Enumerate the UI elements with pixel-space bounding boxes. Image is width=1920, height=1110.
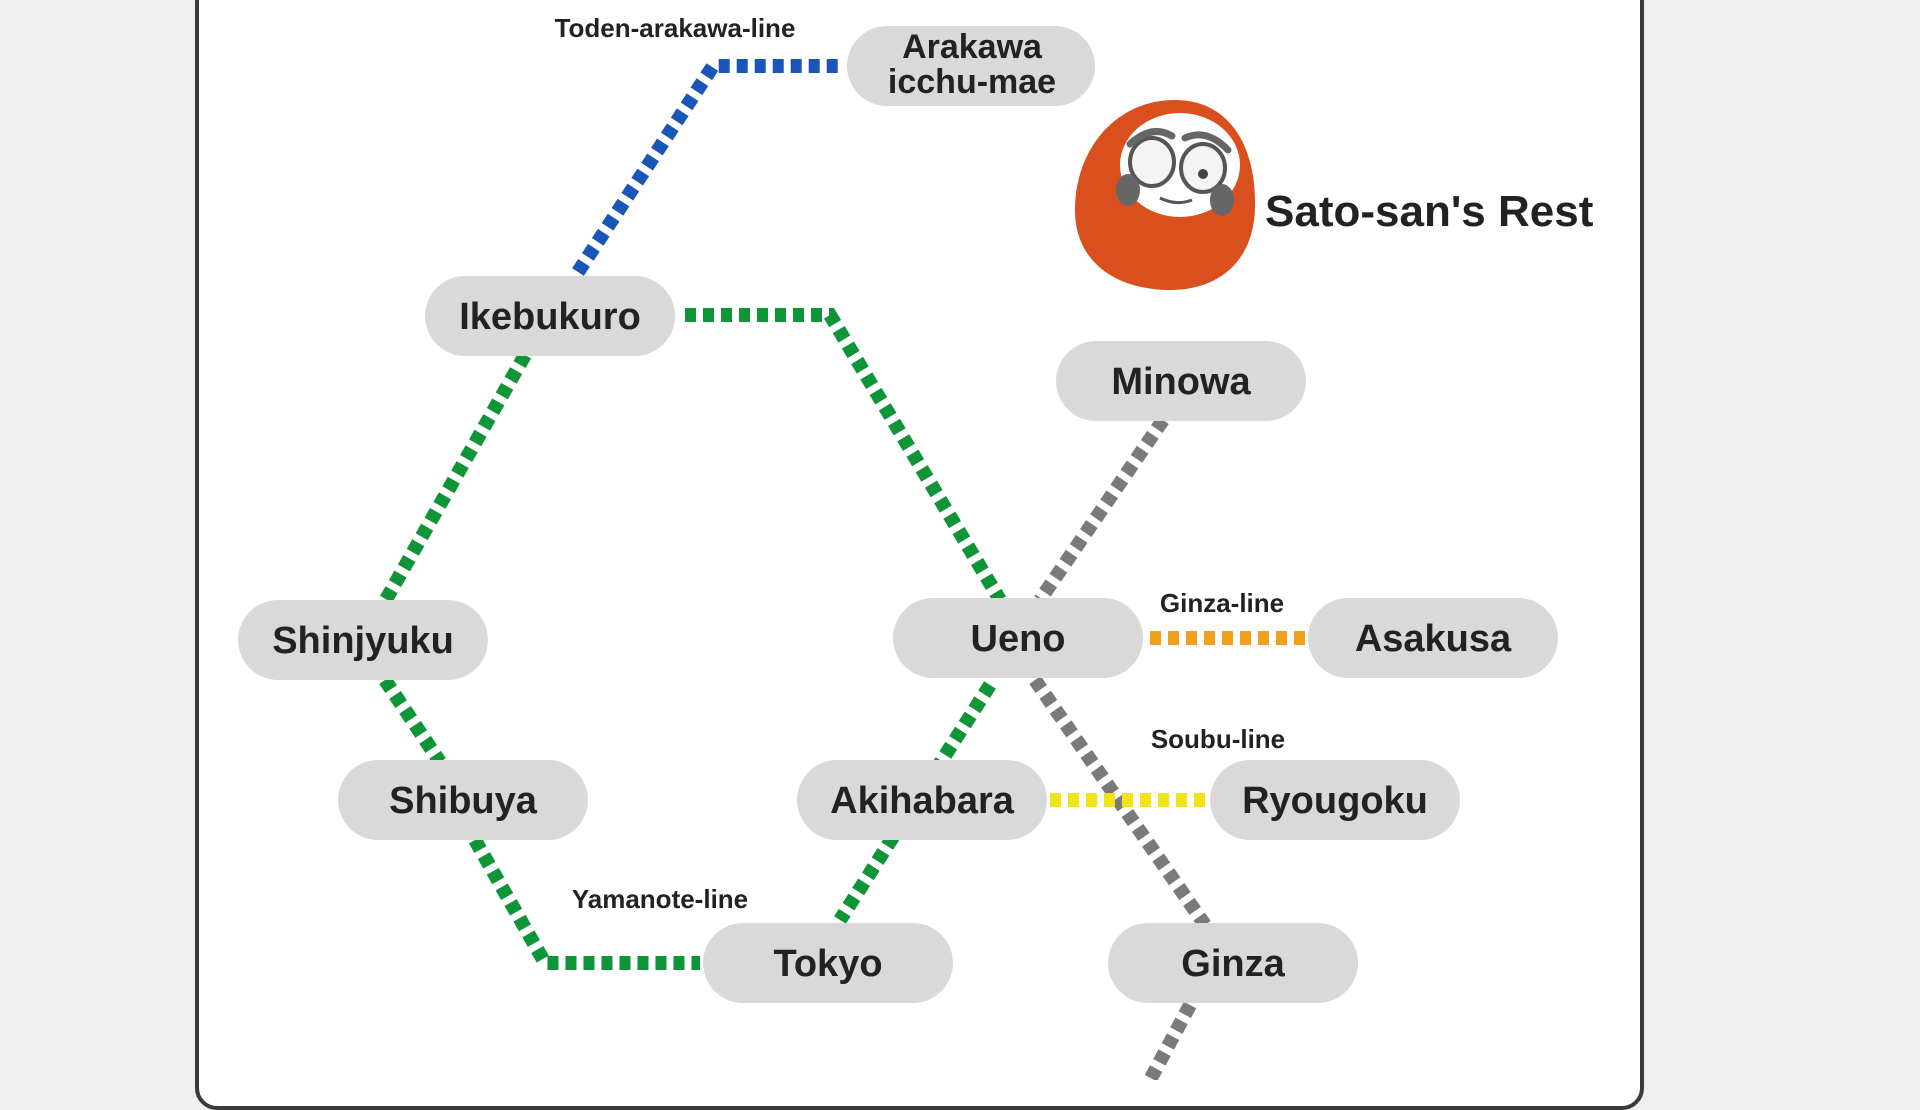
station-label: Ikebukuro [459, 296, 641, 338]
station-label: Ueno [971, 618, 1066, 660]
station-shinjyuku[interactable]: Shinjyuku [238, 600, 488, 680]
toden-arakawa-line-label: Toden-arakawa-line [555, 13, 796, 43]
yamanote-line [373, 308, 1007, 970]
station-label: icchu-mae [888, 63, 1056, 101]
station-label: Ryougoku [1242, 780, 1428, 822]
station-label: Shinjyuku [272, 620, 454, 662]
soubu-line-label: Soubu-line [1151, 724, 1285, 754]
station-asakusa[interactable]: Asakusa [1308, 598, 1558, 678]
yamanote-line-label: Yamanote-line [572, 884, 748, 914]
station-akihabara[interactable]: Akihabara [797, 760, 1047, 840]
station-arakawa-icchu-mae[interactable]: Arakawa icchu-mae [847, 26, 1095, 106]
station-label: Akihabara [830, 780, 1015, 822]
station-ueno[interactable]: Ueno [893, 598, 1143, 678]
station-label: Shibuya [389, 780, 538, 822]
station-ikebukuro[interactable]: Ikebukuro [425, 276, 675, 356]
station-tokyo[interactable]: Tokyo [703, 923, 953, 1003]
station-label: Arakawa [902, 28, 1043, 66]
station-label: Minowa [1111, 361, 1251, 403]
daruma-icon [1075, 100, 1256, 290]
rest-name: Sato-san's Rest [1265, 187, 1594, 236]
station-label: Asakusa [1355, 618, 1512, 660]
station-label: Tokyo [773, 943, 882, 985]
ginza-line-label: Ginza-line [1160, 588, 1284, 618]
station-ryougoku[interactable]: Ryougoku [1210, 760, 1460, 840]
station-label: Ginza [1181, 943, 1285, 985]
station-shibuya[interactable]: Shibuya [338, 760, 588, 840]
route-map: Toden-arakawa-line Ginza-line Soubu-line… [238, 13, 1594, 1080]
station-minowa[interactable]: Minowa [1056, 341, 1306, 421]
gray-line [1029, 416, 1211, 1080]
station-ginza[interactable]: Ginza [1108, 923, 1358, 1003]
toden-arakawa-line [572, 59, 842, 276]
